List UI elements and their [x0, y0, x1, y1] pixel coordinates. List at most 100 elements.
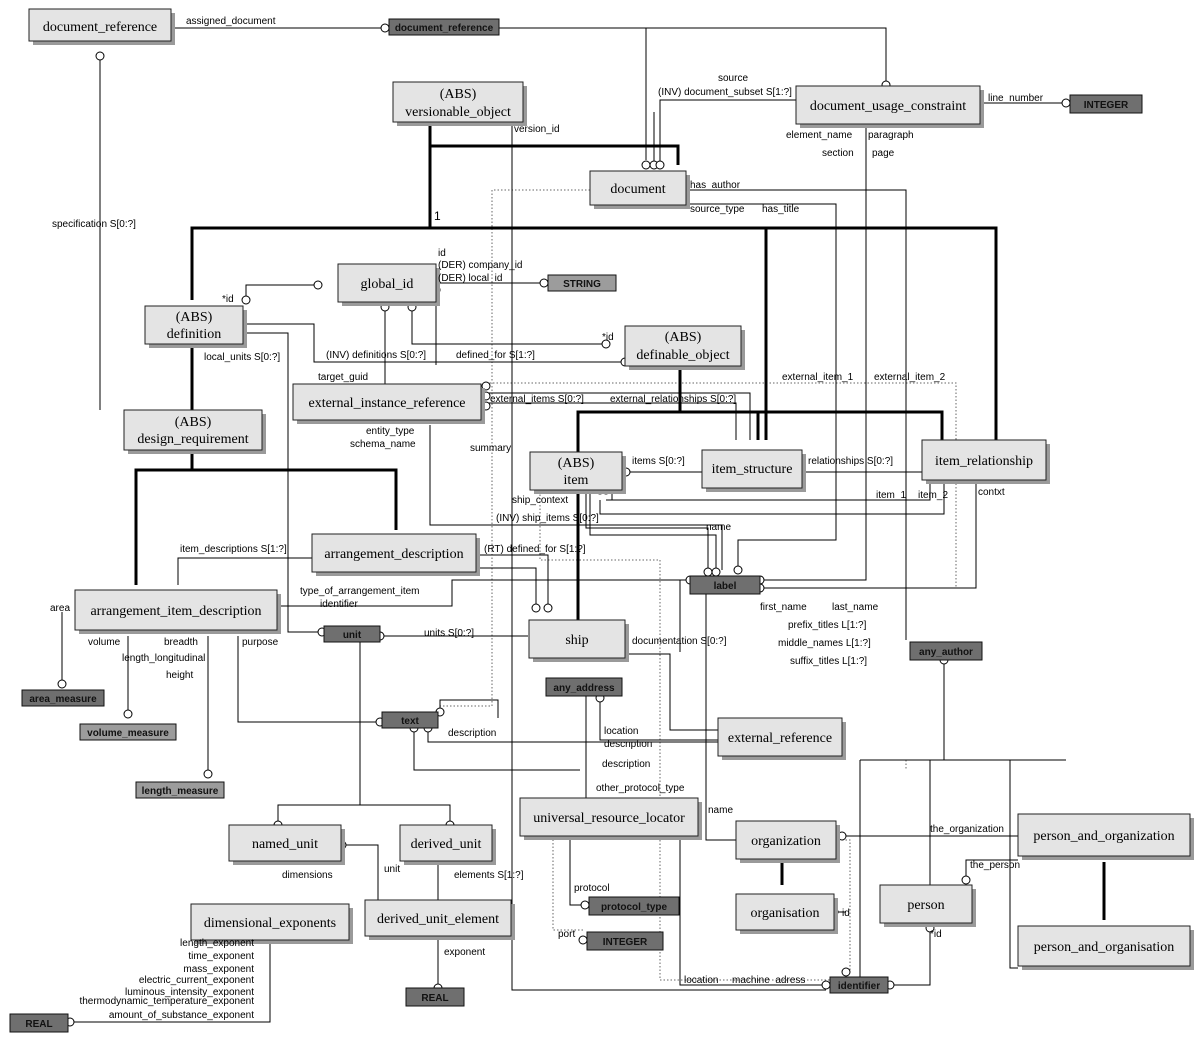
attr-label: (INV) ship_items S[0:?] [496, 513, 599, 524]
entity-person-and-organization[interactable]: person_and_organization [1017, 813, 1194, 860]
type-text[interactable]: text [381, 711, 439, 729]
type-any-address[interactable]: any_address [545, 677, 623, 697]
attr-label: external_item_2 [874, 372, 946, 383]
entity-item[interactable]: (ABS) item [529, 451, 626, 494]
attr-label: name [706, 522, 731, 533]
entity-design-requirement[interactable]: (ABS) design_requirement [123, 409, 266, 454]
attr-label: (INV) definitions S[0:?] [326, 350, 426, 361]
attr-label: summary [470, 443, 511, 454]
entity-item-relationship[interactable]: item_relationship [921, 439, 1050, 484]
svg-text:STRING: STRING [563, 279, 601, 290]
attr-label: (RT) defined_for S[1:?] [484, 544, 586, 555]
entity-document[interactable]: document [589, 170, 690, 209]
entity-abs-label: (ABS) [176, 310, 213, 325]
type-real-exponent[interactable]: REAL [405, 987, 465, 1007]
attr-label: specification S[0:?] [52, 219, 136, 230]
type-identifier[interactable]: identifier [829, 976, 889, 994]
entity-abs-label: (ABS) [440, 87, 477, 102]
type-integer-port[interactable]: INTEGER [586, 931, 664, 951]
entity-arrangement-item-description[interactable]: arrangement_item_description [74, 589, 281, 634]
entity-document-usage-constraint[interactable]: document_usage_constraint [795, 85, 984, 128]
attr-label: machine_adress [732, 975, 805, 986]
attr-label: port [558, 929, 575, 940]
entity-definable-object[interactable]: (ABS) definable_object [624, 325, 745, 370]
entity-organization[interactable]: organization [735, 820, 840, 863]
entity-label: organization [751, 834, 821, 849]
attr-label: the_person [970, 860, 1020, 871]
entity-external-reference[interactable]: external_reference [717, 717, 846, 760]
entity-arrangement-description[interactable]: arrangement_description [311, 533, 480, 576]
dotted-connectors [440, 189, 957, 981]
entity-item-structure[interactable]: item_structure [701, 449, 806, 492]
attr-label: external_relationships S[0:?] [610, 394, 736, 405]
entity-external-instance-reference[interactable]: external_instance_reference [292, 383, 485, 424]
type-length-measure[interactable]: length_measure [135, 781, 225, 799]
attr-label: area [50, 603, 70, 614]
attr-label: identifier [320, 599, 358, 610]
type-volume-measure[interactable]: volume_measure [79, 723, 177, 741]
entity-abs-label: (ABS) [665, 330, 702, 345]
entity-universal-resource-locator[interactable]: universal_resource_locator [519, 797, 702, 840]
entity-global-id[interactable]: global_id [337, 263, 440, 306]
entity-definition[interactable]: (ABS) definition [144, 305, 247, 348]
entity-abs-label: (ABS) [175, 415, 212, 430]
type-real-amount[interactable]: REAL [9, 1013, 69, 1033]
attr-label: external_item_1 [782, 372, 854, 383]
svg-text:unit: unit [343, 630, 362, 641]
type-unit[interactable]: unit [323, 625, 381, 643]
attr-label: schema_name [350, 439, 416, 450]
attr-label: first_name [760, 602, 807, 613]
attr-label: item_1 [876, 490, 906, 501]
attr-label: local_units S[0:?] [204, 352, 280, 363]
entity-person[interactable]: person [879, 884, 976, 927]
attr-label: unit [384, 864, 400, 875]
entity-organisation[interactable]: organisation [735, 893, 838, 934]
entity-label: item_structure [712, 462, 793, 477]
attr-label: type_of_arrangement_item [300, 586, 420, 597]
svg-text:REAL: REAL [25, 1019, 52, 1030]
attr-label: volume [88, 637, 121, 648]
type-string[interactable]: STRING [547, 274, 617, 292]
subtype-lines [134, 125, 1106, 920]
attr-label: units S[0:?] [424, 628, 474, 639]
entity-derived-unit-element[interactable]: derived_unit_element [364, 899, 515, 940]
attr-label: elements S[1:?] [454, 870, 524, 881]
entity-person-and-organisation[interactable]: person_and_organisation [1017, 925, 1194, 970]
svg-text:identifier: identifier [838, 981, 880, 992]
type-label[interactable]: label [689, 575, 761, 595]
attr-label: has_author [690, 180, 741, 191]
type-document-reference[interactable]: document_reference [388, 18, 500, 36]
entity-label: person_and_organization [1033, 829, 1174, 844]
type-area-measure[interactable]: area_measure [21, 689, 105, 707]
type-integer[interactable]: INTEGER [1069, 94, 1143, 114]
entity-label: document_reference [43, 20, 157, 35]
attr-label: other_protocol_type [596, 783, 685, 794]
type-protocol-type[interactable]: protocol_type [588, 896, 680, 916]
attr-label: source [718, 73, 748, 84]
attr-label: relationships S[0:?] [808, 456, 893, 467]
svg-text:REAL: REAL [421, 993, 448, 1004]
entity-label: person_and_organisation [1034, 940, 1175, 955]
entity-abs-label: (ABS) [558, 456, 595, 471]
entity-document-reference[interactable]: document_reference [28, 8, 175, 45]
attr-label: external_items S[0:?] [490, 394, 584, 405]
type-any-author[interactable]: any_author [909, 641, 983, 661]
svg-text:document_reference: document_reference [395, 23, 494, 34]
entity-label: item_relationship [935, 454, 1033, 469]
attr-label: the_organization [930, 824, 1004, 835]
attr-label: last_name [832, 602, 879, 613]
attr-label: item_2 [918, 490, 948, 501]
entity-label: document [610, 182, 665, 197]
entity-label: ship [565, 633, 588, 648]
entity-label: arrangement_description [324, 547, 463, 562]
entity-dimensional-exponents[interactable]: dimensional_exponents [190, 903, 353, 944]
entity-versionable-object[interactable]: (ABS) versionable_object [392, 81, 527, 126]
entity-label: item [564, 473, 589, 488]
entity-ship[interactable]: ship [528, 619, 629, 662]
entities: document_reference (ABS) versionable_obj… [28, 8, 1194, 970]
attr-label: ship_context [512, 495, 568, 506]
entity-derived-unit[interactable]: derived_unit [399, 824, 496, 865]
attr-label: dimensions [282, 870, 333, 881]
entity-named-unit[interactable]: named_unit [228, 824, 345, 865]
